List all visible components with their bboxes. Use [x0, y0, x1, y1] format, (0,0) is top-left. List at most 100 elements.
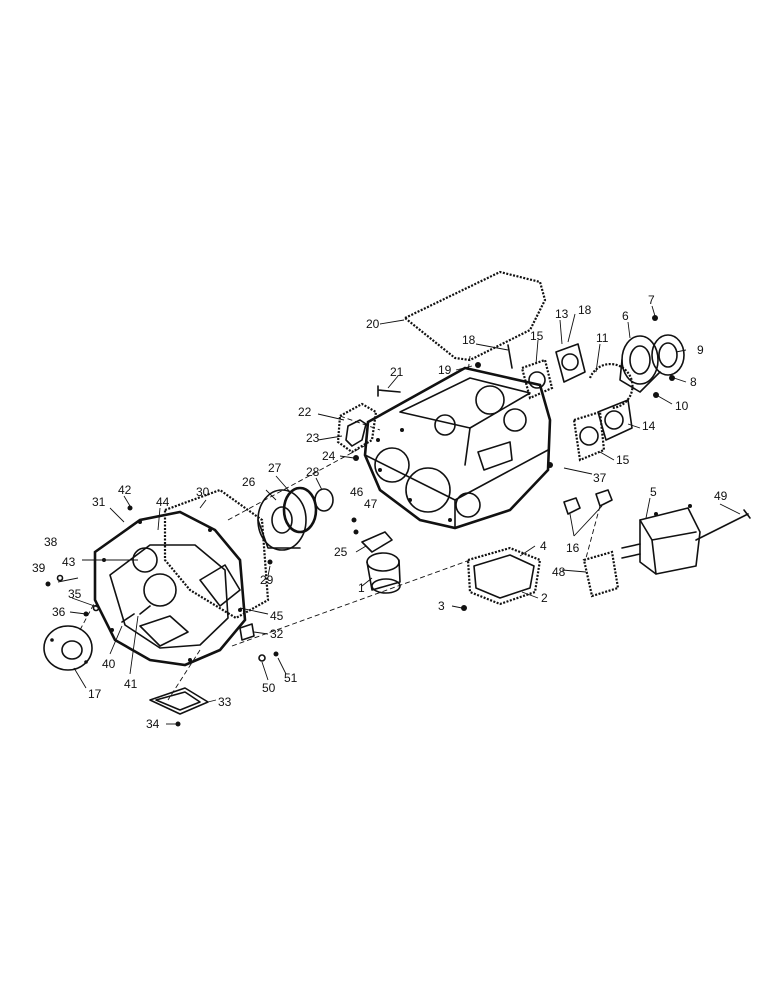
callout-39: 39 [32, 561, 46, 575]
callout-2: 2 [541, 591, 548, 605]
bolt-34 [175, 721, 181, 727]
callout-3: 3 [438, 599, 445, 613]
callout-15-lower: 15 [616, 453, 630, 467]
callout-17: 17 [88, 687, 102, 701]
bolt-24 [353, 455, 359, 461]
bracket-25 [361, 531, 393, 553]
callout-48: 48 [552, 565, 566, 579]
washer-35 [92, 604, 100, 612]
callout-38: 38 [44, 535, 58, 549]
bolt-7 [652, 315, 658, 321]
callout-24: 24 [322, 449, 336, 463]
callout-41: 41 [124, 677, 138, 691]
callout-30: 30 [196, 485, 210, 499]
bolt-51 [273, 651, 279, 657]
callout-25: 25 [334, 545, 348, 559]
bottom-gasket [466, 546, 542, 606]
bolt-8 [669, 375, 675, 381]
washer-50 [258, 654, 266, 662]
callout-11: 11 [596, 331, 609, 345]
callout-40: 40 [102, 657, 116, 671]
bolt-39 [45, 581, 51, 587]
bolt-41 [121, 613, 135, 623]
gasket-15-upper [520, 358, 554, 400]
bolt-46 [351, 517, 357, 523]
gasket-15-lower [572, 410, 606, 462]
nut-16b [595, 489, 613, 507]
pump [621, 504, 701, 575]
callout-50: 50 [262, 681, 276, 695]
callout-18-right: 18 [578, 303, 592, 317]
callout-6: 6 [622, 309, 629, 323]
callout-10: 10 [675, 399, 689, 413]
callout-21: 21 [390, 365, 404, 379]
callout-23: 23 [306, 431, 320, 445]
pump-gasket-48 [582, 550, 620, 598]
bottom-plate [473, 554, 535, 599]
callout-35: 35 [68, 587, 82, 601]
seal-plate-17 [43, 625, 93, 671]
cover-14 [597, 399, 633, 441]
callout-27: 27 [268, 461, 282, 475]
callout-26: 26 [242, 475, 256, 489]
callout-18-left: 18 [462, 333, 476, 347]
callout-47: 47 [364, 497, 378, 511]
side-gasket [336, 402, 378, 454]
bolt-29 [267, 559, 273, 565]
bearing-housing [619, 334, 685, 393]
callout-28: 28 [306, 465, 320, 479]
callout-8: 8 [690, 375, 697, 389]
bolt-3 [461, 605, 467, 611]
transmission-housing [363, 366, 553, 530]
callout-4: 4 [540, 539, 547, 553]
assembly-lines [79, 355, 601, 701]
seal-28 [314, 488, 334, 512]
callout-33: 33 [218, 695, 232, 709]
callout-7: 7 [648, 293, 655, 307]
callout-15-upper: 15 [530, 329, 544, 343]
callout-37: 37 [593, 471, 607, 485]
bolt-42 [127, 505, 133, 511]
callout-16: 16 [566, 541, 580, 555]
large-gasket [163, 488, 270, 620]
callout-19: 19 [438, 363, 452, 377]
callout-9: 9 [697, 343, 704, 357]
filter [366, 552, 401, 594]
callout-43: 43 [62, 555, 76, 569]
nut-16a [563, 497, 581, 515]
callout-42: 42 [118, 483, 132, 497]
callout-32: 32 [270, 627, 284, 641]
callout-29: 29 [260, 573, 274, 587]
callout-14: 14 [642, 419, 656, 433]
washer-38 [56, 574, 64, 582]
callout-45: 45 [270, 609, 284, 623]
callout-36: 36 [52, 605, 66, 619]
flange-26 [257, 489, 307, 551]
bolt-40 [139, 605, 151, 615]
callout-22: 22 [298, 405, 312, 419]
cover-13 [555, 343, 586, 383]
top-cover-gasket [402, 270, 547, 362]
callout-49: 49 [714, 489, 728, 503]
callout-46: 46 [350, 485, 364, 499]
callout-labels: 1 2 3 4 5 6 7 8 9 10 11 13 14 15 15 16 1… [32, 293, 728, 731]
leader-lines [57, 305, 741, 725]
callout-20: 20 [366, 317, 380, 331]
callout-51: 51 [284, 671, 298, 685]
cover-33-inner [155, 691, 201, 711]
callout-34: 34 [146, 717, 160, 731]
callout-1: 1 [358, 581, 365, 595]
pump-bolt-49 [695, 509, 751, 541]
oring-27 [282, 486, 318, 534]
clutch-housing [93, 510, 247, 667]
callout-13: 13 [555, 307, 569, 321]
cover-stud [475, 344, 513, 369]
plug-32 [239, 623, 255, 641]
callout-5: 5 [650, 485, 657, 499]
gasket-11 [588, 362, 634, 410]
callout-44: 44 [156, 495, 170, 509]
callout-31: 31 [92, 495, 106, 509]
bolt-10 [653, 392, 659, 398]
bolt-21 [377, 385, 401, 397]
